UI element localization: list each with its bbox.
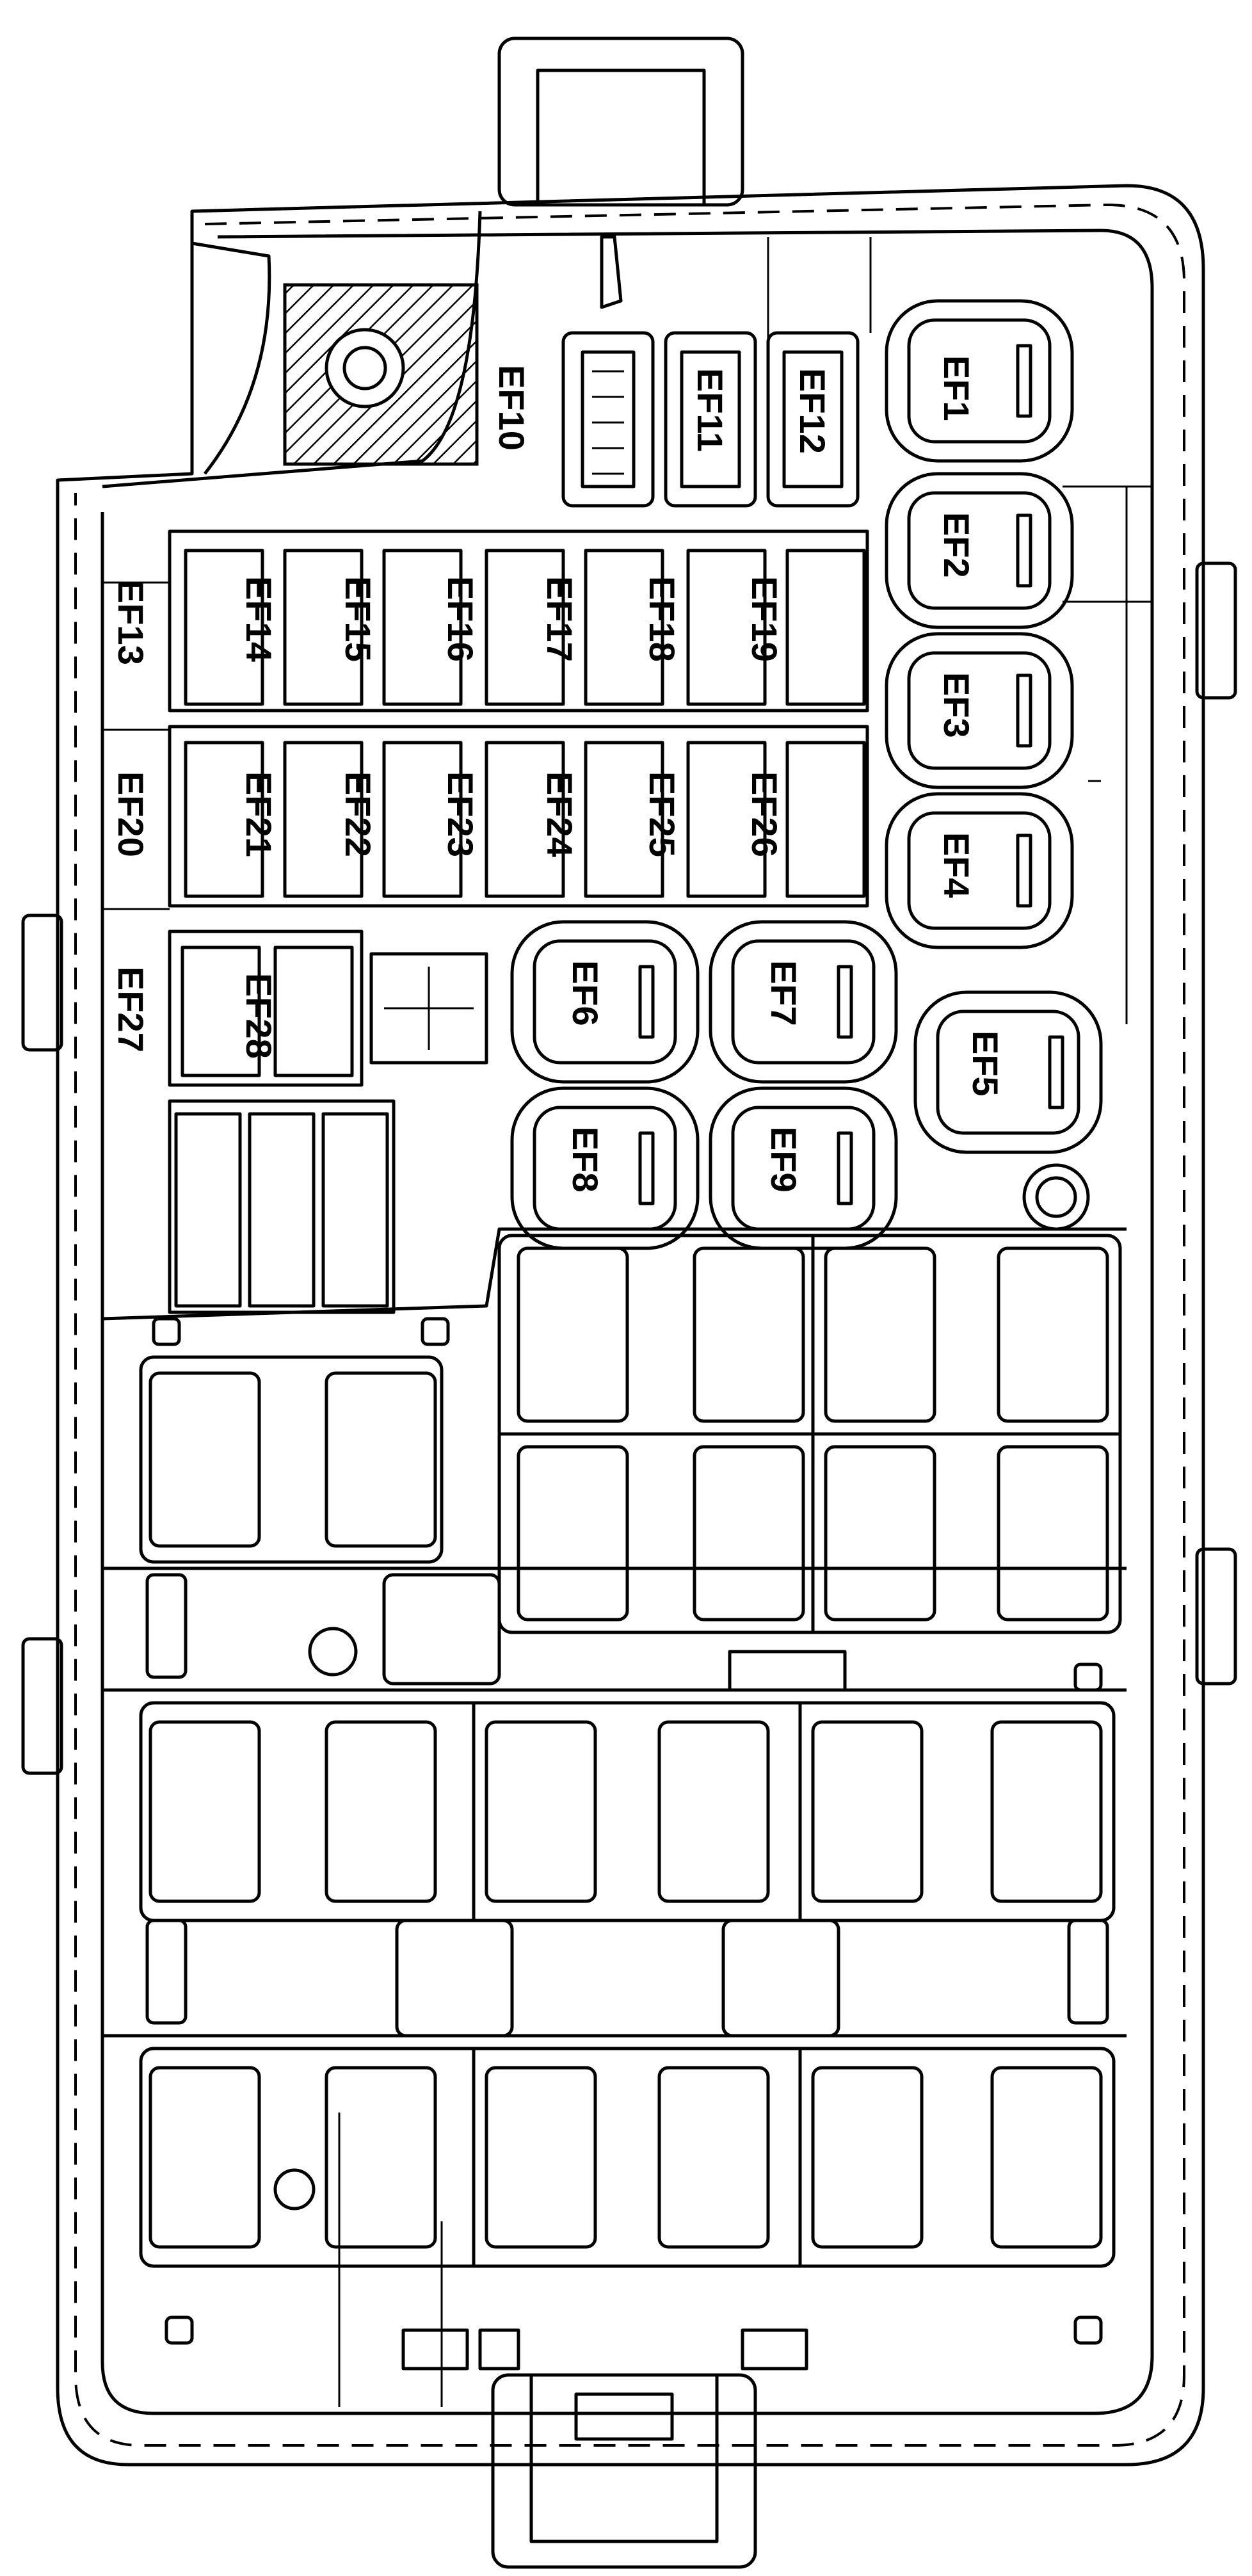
label-ef17: EF17 xyxy=(540,576,580,662)
fuse-ef7 xyxy=(709,920,898,1084)
label-ef24: EF24 xyxy=(540,771,580,857)
top-latch xyxy=(497,36,744,207)
side-tab-right-2 xyxy=(1195,1547,1237,1686)
label-ef1: EF1 xyxy=(936,355,977,421)
fuse-block-ef27 xyxy=(168,930,364,1087)
square-relay xyxy=(369,952,488,1065)
side-tab-left-2 xyxy=(21,1637,63,1775)
label-ef28: EF28 xyxy=(239,973,279,1059)
fuse-ef2 xyxy=(885,472,1074,629)
label-ef13: EF13 xyxy=(111,579,151,665)
label-ef9: EF9 xyxy=(764,1127,804,1193)
housing-outline xyxy=(56,184,1205,2467)
label-ef10: EF10 xyxy=(492,365,532,451)
label-ef6: EF6 xyxy=(565,960,606,1026)
label-ef21: EF21 xyxy=(239,771,279,857)
label-ef23: EF23 xyxy=(440,771,481,857)
label-ef16: EF16 xyxy=(440,576,481,662)
fuse-ef11 xyxy=(664,331,757,508)
cross-connectors xyxy=(145,1317,1109,2407)
side-tab-right-1 xyxy=(1195,561,1237,700)
label-ef26: EF26 xyxy=(744,771,785,857)
mini-fuse-row-ef13 xyxy=(168,529,869,712)
relay-sockets xyxy=(148,1246,1109,2249)
label-ef2: EF2 xyxy=(936,512,977,578)
label-ef20: EF20 xyxy=(111,771,151,857)
label-ef19: EF19 xyxy=(744,576,785,662)
fuse-labels: EF1 EF2 EF3 EF4 EF5 EF6 EF7 EF8 EF9 EF10… xyxy=(111,355,1006,1193)
label-ef3: EF3 xyxy=(936,672,977,738)
fuse-ef1 xyxy=(885,299,1074,463)
label-ef11: EF11 xyxy=(690,368,730,452)
cartridge-fuses xyxy=(168,1099,396,1314)
label-ef5: EF5 xyxy=(965,1031,1006,1097)
housing xyxy=(21,36,1237,2569)
label-ef14: EF14 xyxy=(239,576,279,662)
label-ef18: EF18 xyxy=(642,576,682,662)
label-ef22: EF22 xyxy=(338,771,378,857)
mounting-stud xyxy=(283,283,479,466)
label-ef25: EF25 xyxy=(642,771,682,857)
label-ef27: EF27 xyxy=(111,967,151,1052)
fuse-ef6 xyxy=(510,920,700,1084)
fuse-ef3 xyxy=(885,632,1074,789)
fuse-ef4 xyxy=(885,792,1074,949)
label-ef12: EF12 xyxy=(792,368,833,454)
fuse-ef10 xyxy=(561,331,655,508)
relay-bay-frame xyxy=(102,1227,1127,2268)
mini-fuse-row-ef20 xyxy=(168,725,869,908)
fuse-ef5 xyxy=(913,990,1103,1154)
label-ef8: EF8 xyxy=(565,1127,606,1193)
side-tab-left-1 xyxy=(21,914,63,1052)
label-ef7: EF7 xyxy=(764,960,804,1026)
label-ef15: EF15 xyxy=(338,576,378,662)
label-ef4: EF4 xyxy=(936,832,977,898)
fuse-ef12 xyxy=(766,331,860,508)
